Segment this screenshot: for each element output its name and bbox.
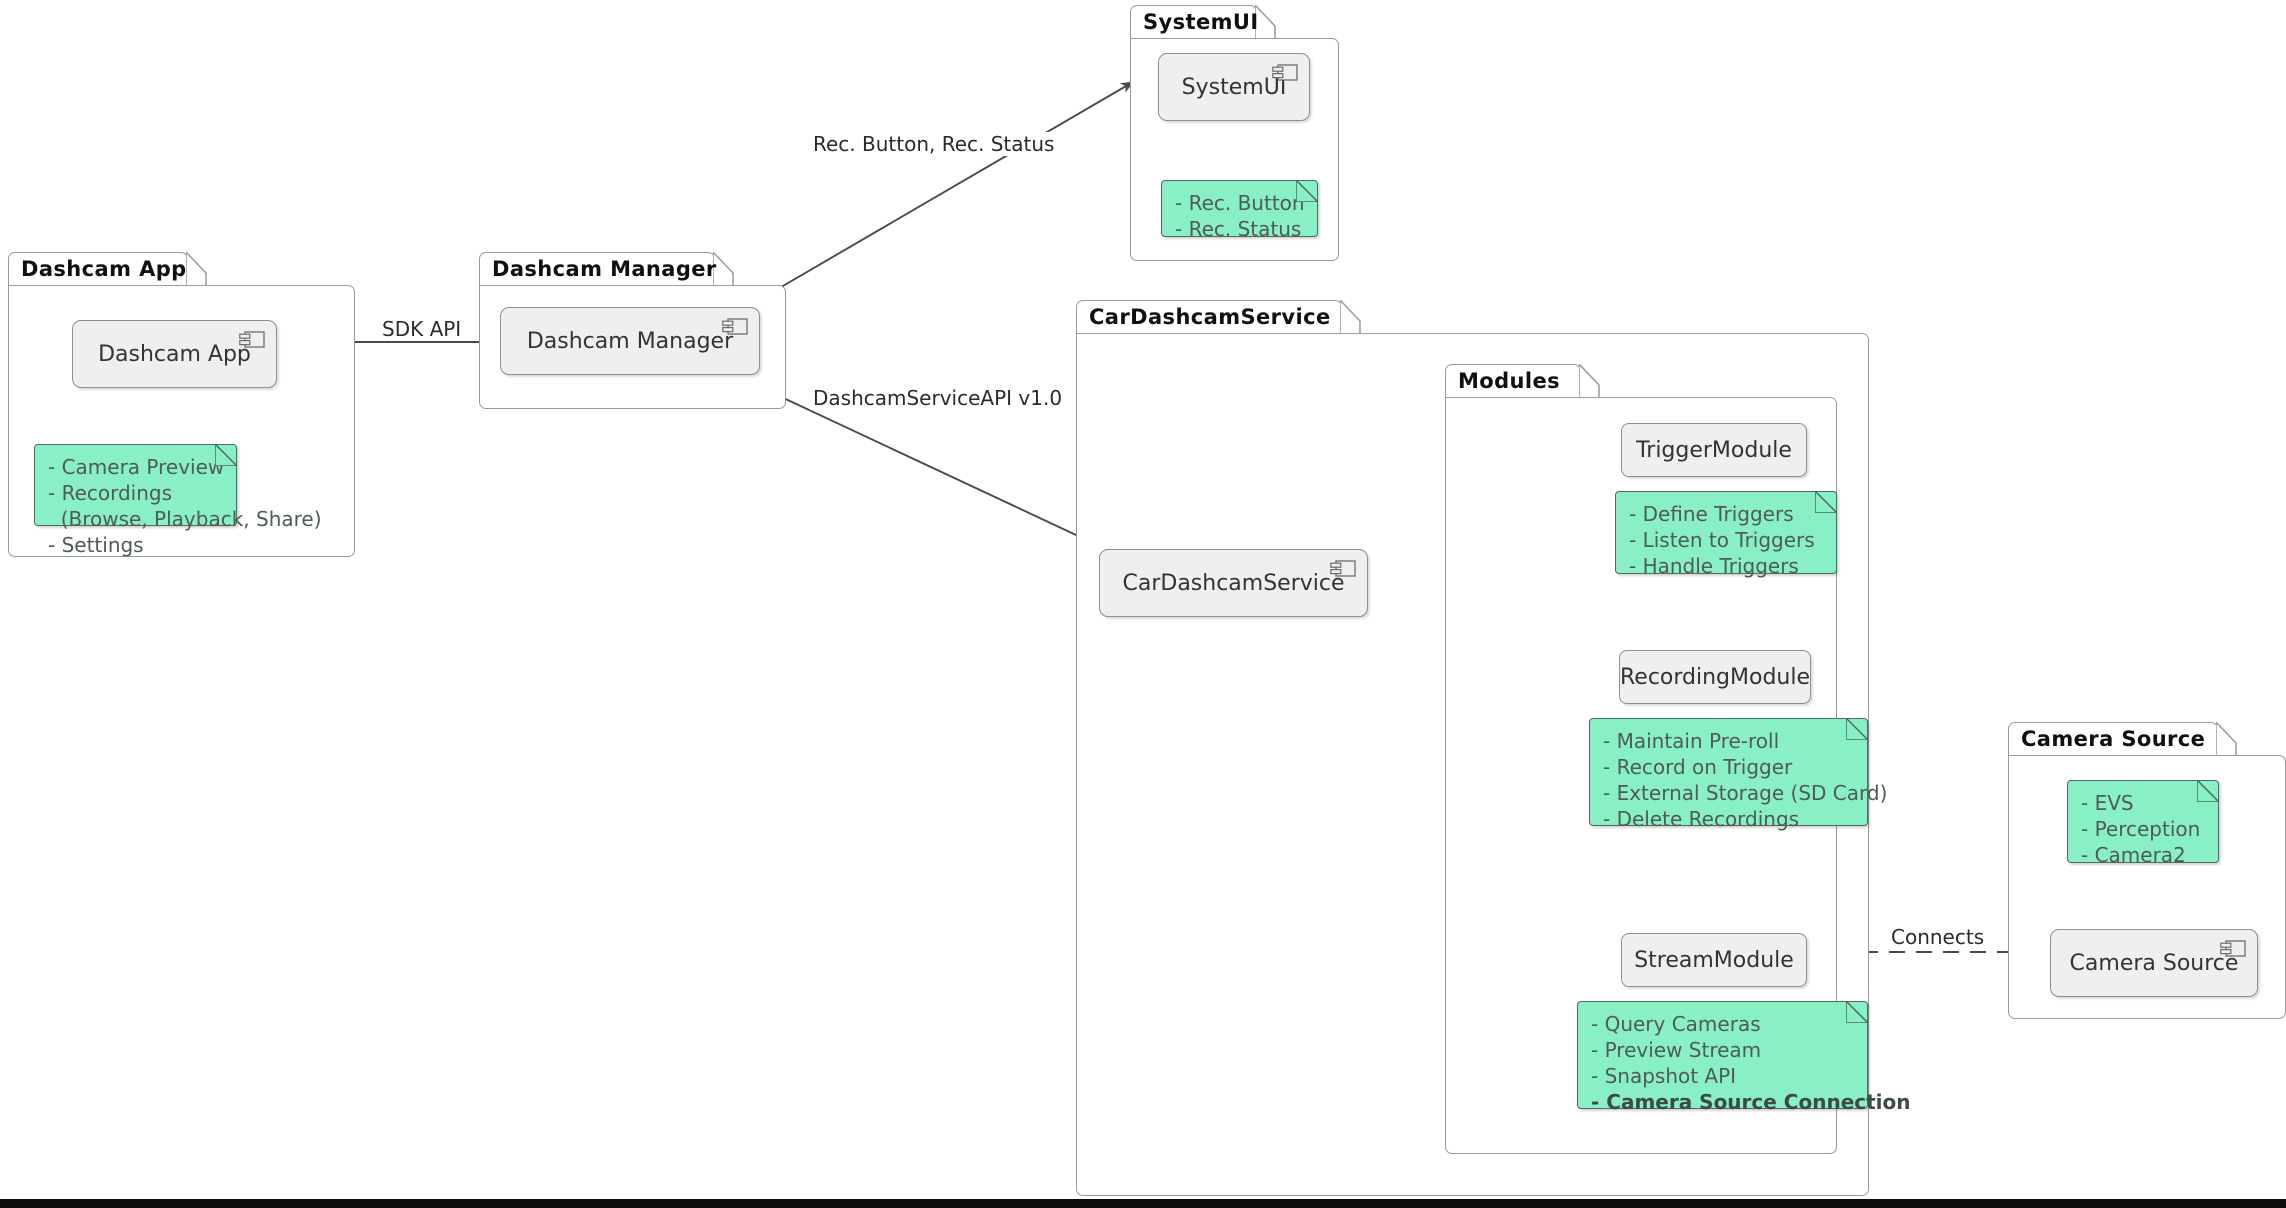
package-tab-corner <box>1579 364 1600 399</box>
note-text: - Query Cameras - Preview Stream - Snaps… <box>1578 1002 1911 1124</box>
component-icon <box>239 331 265 348</box>
module-label: StreamModule <box>1634 947 1794 973</box>
note-streammodule: - Query Cameras - Preview Stream - Snaps… <box>1577 1001 1911 1114</box>
package-label: Camera Source <box>2021 727 2206 751</box>
module-label: RecordingModule <box>1619 664 1811 690</box>
package-tab <box>1130 5 1257 39</box>
component-systemui[interactable]: SystemUI <box>1158 53 1310 121</box>
edge-label-rec-button-status: Rec. Button, Rec. Status <box>810 132 1058 156</box>
package-label: SystemUI <box>1143 10 1259 34</box>
module-recordingmodule[interactable]: RecordingModule <box>1619 650 1811 704</box>
note-text: - EVS - Perception - Camera2 <box>2081 791 2201 867</box>
note-text: - Maintain Pre-roll - Record on Trigger … <box>1603 729 1888 831</box>
note-fold-icon <box>1296 180 1318 202</box>
package-label: Modules <box>1458 369 1561 393</box>
note-fold-icon <box>1846 718 1868 740</box>
note-triggermodule: - Define Triggers - Listen to Triggers -… <box>1615 491 1837 578</box>
package-label: Dashcam App <box>21 257 187 281</box>
package-tab <box>2008 722 2218 756</box>
note-recordingmodule: - Maintain Pre-roll - Record on Trigger … <box>1589 718 1887 831</box>
edge-label-dashcamserviceapi: DashcamServiceAPI v1.0 <box>810 386 1066 410</box>
component-camera-source[interactable]: Camera Source <box>2050 929 2258 997</box>
edge-label-connects: Connects <box>1888 925 1988 949</box>
component-dashcam-app[interactable]: Dashcam App <box>72 320 277 388</box>
module-streammodule[interactable]: StreamModule <box>1621 933 1807 987</box>
package-tab-corner <box>2216 722 2237 757</box>
component-cardashcamservice[interactable]: CarDashcamService <box>1099 549 1368 617</box>
note-systemui: - Rec. Button - Rec. Status <box>1161 180 1318 241</box>
module-triggermodule[interactable]: TriggerModule <box>1621 423 1807 477</box>
note-line-2: - Preview Stream <box>1591 1038 1762 1062</box>
package-systemui: SystemUI SystemUI - Rec. Button - Rec. S… <box>1130 5 1339 261</box>
package-tab <box>479 252 715 286</box>
component-label: CarDashcamService <box>1122 570 1345 596</box>
component-icon <box>1330 560 1356 577</box>
edge-rec-button-status <box>727 81 1134 319</box>
note-text: - Camera Preview - Recordings (Browse, P… <box>48 455 322 557</box>
note-dashcam-app: - Camera Preview - Recordings (Browse, P… <box>34 444 322 557</box>
component-icon <box>2220 940 2246 957</box>
component-label: SystemUI <box>1181 74 1287 100</box>
note-text: - Define Triggers - Listen to Triggers -… <box>1629 502 1815 578</box>
package-tab-corner <box>1255 5 1276 40</box>
edge-label-sdk-api: SDK API <box>379 317 465 341</box>
package-tab <box>1076 300 1342 334</box>
note-fold-icon <box>215 444 237 466</box>
component-label: Camera Source <box>2069 950 2239 976</box>
note-line-3: - Snapshot API <box>1591 1064 1737 1088</box>
component-icon <box>1272 64 1298 81</box>
package-label: CarDashcamService <box>1089 305 1331 329</box>
note-fold-icon <box>1815 491 1837 513</box>
note-camera-source: - EVS - Perception - Camera2 <box>2067 780 2219 867</box>
package-tab <box>1445 364 1581 398</box>
component-label: Dashcam Manager <box>526 328 734 354</box>
package-modules: Modules TriggerModule - Define Triggers … <box>1445 364 1911 1154</box>
package-tab <box>8 252 188 286</box>
package-dashcam-manager: Dashcam Manager Dashcam Manager <box>479 252 786 409</box>
bottom-bar <box>0 1199 2286 1208</box>
component-icon <box>722 318 748 335</box>
module-label: TriggerModule <box>1636 437 1792 463</box>
package-camera-source: Camera Source - EVS - Perception - Camer… <box>2008 722 2286 1019</box>
note-fold-icon <box>1846 1001 1868 1023</box>
component-label: Dashcam App <box>98 341 251 367</box>
note-line-1: - Query Cameras <box>1591 1012 1761 1036</box>
note-text: - Rec. Button - Rec. Status <box>1175 191 1305 241</box>
package-dashcam-app: Dashcam App Dashcam App - Camera Preview… <box>8 252 355 557</box>
component-dashcam-manager[interactable]: Dashcam Manager <box>500 307 760 375</box>
package-tab-corner <box>186 252 207 287</box>
note-line-4-bold: - Camera Source Connection <box>1591 1090 1911 1114</box>
package-label: Dashcam Manager <box>492 257 717 281</box>
package-tab-corner <box>1340 300 1361 335</box>
package-cardashcamservice: CarDashcamService CarDashcamService Modu… <box>1076 300 1911 1196</box>
note-fold-icon <box>2197 780 2219 802</box>
